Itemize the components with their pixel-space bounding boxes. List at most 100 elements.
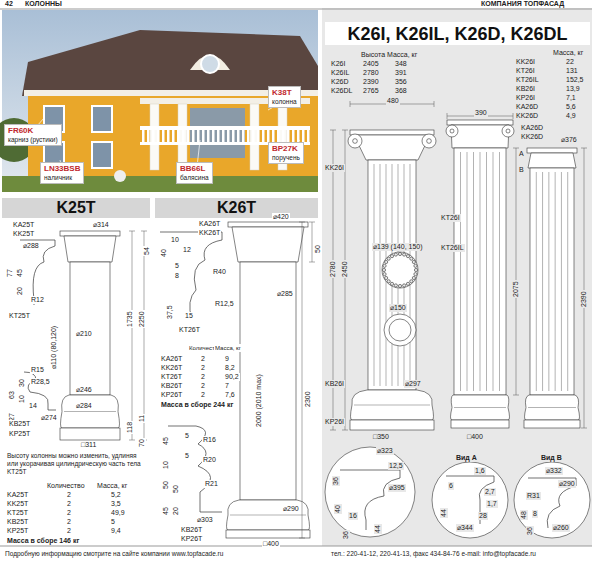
part-code: K38T [272,88,297,97]
dimension-label: 7,1 [565,94,577,102]
dimension-label: 2390 [362,78,380,86]
flute-section [414,264,417,267]
house-photo [0,10,318,192]
dimension-label: 390 [474,109,488,117]
dimension-label: K26I [330,60,346,68]
part-name: поручень [272,153,300,162]
dimension-label: ⌀210 [75,330,93,338]
dimension-label: 28 [478,512,488,520]
dimension-tick [141,231,147,440]
dimension-label: KA25T [12,221,35,229]
column-k26d-plain [524,148,580,428]
flute-section [414,273,417,276]
dimension-label: 5 [184,432,190,440]
flute-section [412,260,415,263]
dimension-label: R21 [204,480,219,488]
capital [232,227,304,262]
callout-box: LN33BSBналичник [40,162,84,184]
flute [473,152,474,391]
flute [467,152,468,391]
shaft [70,262,110,395]
dimension-label: □311 [80,441,97,449]
dimension-label: 70 [138,438,146,448]
base-profile [168,426,222,512]
base [227,500,310,530]
part-name: колонна [272,97,297,106]
dimension-label: KB26T [180,526,203,534]
dimension-label: R28,5 [30,378,51,386]
dimension-label: KK26T [198,229,221,237]
dimension-label: 44 [374,524,382,534]
dimension-label: R12,5 [214,300,235,308]
page-text: Подробную информацию смотрите на сайте к… [4,550,224,558]
dimension-label: Масса, кг [96,482,128,490]
dimension-label: 391 [394,69,408,77]
part-code: K26T [217,198,256,218]
flute-section [387,257,390,260]
dimension-label: ⌀288 [22,242,40,250]
dimension-label: 50 [172,484,180,494]
dimension-label: KA26T [160,355,183,363]
dimension-label: ⌀297 [404,380,422,388]
capital-profile [160,232,222,320]
dimension-label: 9,4 [110,527,122,535]
flute [480,152,481,391]
flute-section [398,252,401,255]
abacus [60,231,120,236]
detail-circle-b [514,462,590,538]
dimension-line [516,148,517,395]
column-k26i [348,130,436,430]
dimension-label: 2780 [362,69,380,77]
dimension-label: B [518,166,525,174]
dimension-label: 5,2 [110,491,122,499]
volute-eye [450,129,454,133]
part-name: карниз (рустики) [8,135,58,144]
capital [528,153,576,168]
dimension-label: ⌀332 [545,467,563,475]
dimension-label: 2780 [329,260,337,278]
base [351,390,434,420]
dimension-label: 15 [184,312,194,320]
flute-section [387,280,390,283]
dimension-label: R16 [202,436,217,444]
dimension-label: 8,2 [224,364,236,372]
dimension-label: KK26I [324,164,345,172]
dimension-label: 5 [174,262,180,270]
dimension-label: 356 [394,78,408,86]
volute [446,125,458,137]
dimension-label: ⌀420 [272,213,290,221]
dimension-line [302,222,303,538]
flute-section [385,276,388,279]
flute-section [382,268,385,271]
dimension-label: 9 [224,355,230,363]
page-text: КОМПАНИЯ ТОПФАСАД [480,0,565,8]
dimension-label: 2 [66,527,72,535]
dimension-label: ⌀285 [276,290,294,298]
flute-section [406,255,409,258]
flute [380,164,381,386]
dimension-label: 2390 [580,290,588,308]
flute-section [383,273,386,276]
dimension-line [144,231,145,440]
dimension-label: Масса в сборе 146 кг [6,537,80,545]
flute-section [410,280,413,283]
flute [374,164,375,386]
capital [354,135,430,160]
dimension-label: 10 [162,460,170,470]
dimension-label: 5 [110,518,116,526]
dimension-label: KT26I [440,214,461,222]
dimension-label: □400 [466,433,484,441]
dimension-label: 40 [334,504,342,514]
column-k26d [446,120,514,428]
dimension-label: 2405 [362,60,380,68]
dimension-label: KT25T [8,312,31,320]
dimension-label: 7,6 [224,391,236,399]
flute-section [398,284,401,287]
dimension-label: 2250 [138,310,146,328]
dimension-label: 12 [182,246,192,254]
flute-section [385,260,388,263]
dimension-label: 368 [394,87,408,95]
dimension-label: KT26I [515,67,536,75]
dimension-label: KP26T [180,535,203,543]
